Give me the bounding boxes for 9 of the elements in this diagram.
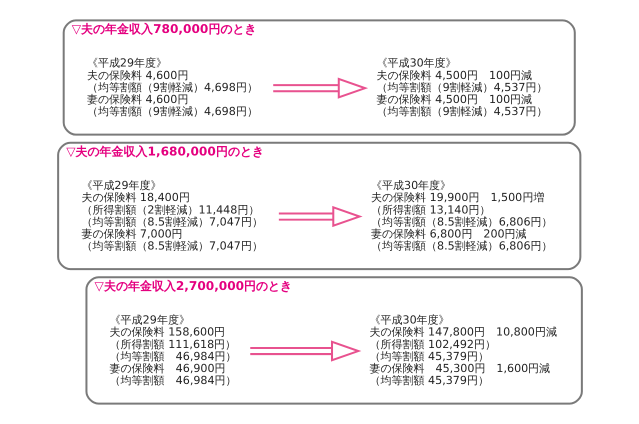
arrow: [278, 206, 362, 228]
node-text: 《平成29年度》 夫の保険料 4,600円 （均等割額（9割軽減）4,698円） 妻の保険料 4,600円 （均等割額（9割軽減）4,698円）: [86, 56, 258, 118]
node-text: 《平成29年度》 夫の保険料 158,600円 （所得割額 111,618円） （均等割額 46,984円） 妻の保険料 46,900円 （均等割額 46,984円）: [109, 314, 236, 388]
node-text: 《平成30年度》 夫の保険料 147,800円 10,800円減 （所得割額 102,492円） （均等割額 45,379円） 妻の保険料 45,300円 1,600円減 （均等割額 45,379円）: [369, 314, 556, 388]
node-text: 《平成30年度》 夫の保険料 4,500円 100円減 （均等割額（9割軽減）4,537円） 妻の保険料 4,500円 100円減 （均等割額（9割軽減）4,537円）: [376, 56, 547, 118]
arrow: [272, 78, 368, 99]
node-text: 《平成29年度》 夫の保険料 18,400円 （所得割額（2割軽減）11,448円） （均等割額（8.5割軽減）7,047円） 妻の保険料 7,000円 （均等割額（8.5割軽減）7,047円）: [80, 179, 262, 253]
arrow: [250, 340, 361, 362]
node-text: 《平成30年度》 夫の保険料 19,900円 1,500円増 （所得割額 13,140円） （均等割額（8.5割軽減）6,806円） 妻の保険料 6,800円 200円減 （均等割額（8.5割軽減）6,806円）: [370, 179, 552, 253]
